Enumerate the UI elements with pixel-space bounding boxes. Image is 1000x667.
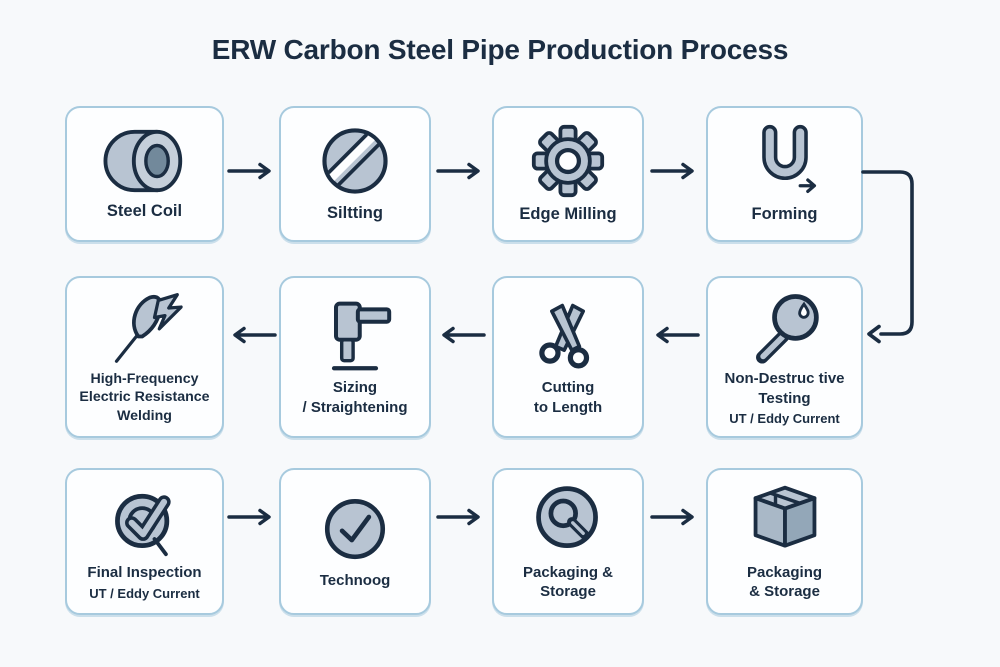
flow-arrow-right-icon bbox=[227, 508, 271, 526]
flow-arrow-right-icon bbox=[227, 162, 271, 180]
process-sublabel: UT / Eddy Current bbox=[729, 411, 840, 426]
process-box-edge-milling: Edge Milling bbox=[492, 106, 644, 242]
process-label: Steel Coil bbox=[106, 201, 183, 220]
flow-arrow-right-icon bbox=[436, 508, 480, 526]
process-box-forming: Forming bbox=[706, 106, 863, 242]
coil-icon bbox=[102, 126, 188, 196]
process-label: Sizing / Straightening bbox=[302, 379, 408, 416]
flow-arrow-right-icon bbox=[436, 162, 480, 180]
flow-arrow-left-icon bbox=[233, 326, 277, 344]
process-label: Technoog bbox=[319, 572, 391, 590]
process-box-ndt: Non-Destruc tive Testing UT / Eddy Curre… bbox=[706, 276, 863, 438]
flow-elbow-connector-icon bbox=[861, 170, 914, 344]
magnifier-icon bbox=[530, 482, 606, 558]
flow-arrow-left-icon bbox=[656, 326, 700, 344]
slitting-disc-icon bbox=[318, 124, 392, 198]
gear-icon bbox=[530, 123, 606, 199]
process-label: Cutting to Length bbox=[533, 379, 603, 416]
welding-torch-icon bbox=[107, 289, 183, 365]
process-box-slitting: Siltting bbox=[279, 106, 431, 242]
process-box-cutting: Cutting to Length bbox=[492, 276, 644, 438]
process-label: Packaging & Storage bbox=[522, 563, 614, 601]
process-box-steel-coil: Steel Coil bbox=[65, 106, 224, 242]
check-magnifier-icon bbox=[107, 482, 183, 558]
mill-head-icon bbox=[317, 297, 393, 373]
process-label: Final Inspection bbox=[87, 564, 202, 582]
process-box-technoog: Technoog bbox=[279, 468, 431, 615]
process-box-hf-welding: High-Frequency Electric Resistance Weldi… bbox=[65, 276, 224, 438]
u-forming-icon bbox=[746, 123, 824, 199]
process-label: Non-Destruc tive Testing bbox=[724, 370, 845, 407]
flow-arrow-right-icon bbox=[650, 162, 694, 180]
process-label: Packaging & Storage bbox=[746, 563, 823, 601]
check-circle-icon bbox=[318, 492, 392, 566]
process-sublabel: UT / Eddy Current bbox=[89, 585, 200, 601]
package-box-icon bbox=[747, 482, 823, 558]
scissors-icon bbox=[530, 297, 606, 373]
process-label: Siltting bbox=[327, 203, 383, 222]
process-box-final-inspection: Final Inspection UT / Eddy Current bbox=[65, 468, 224, 615]
process-box-packaging-storage-1: Packaging & Storage bbox=[492, 468, 644, 615]
process-label: Forming bbox=[751, 204, 818, 223]
process-box-packaging-storage-2: Packaging & Storage bbox=[706, 468, 863, 615]
magnifier-droplet-icon bbox=[747, 288, 823, 364]
process-label: High-Frequency Electric Resistance Weldi… bbox=[79, 370, 210, 424]
process-box-sizing: Sizing / Straightening bbox=[279, 276, 431, 438]
flow-arrow-right-icon bbox=[650, 508, 694, 526]
process-label: Edge Milling bbox=[519, 204, 617, 223]
page-title: ERW Carbon Steel Pipe Production Process bbox=[211, 34, 789, 65]
flow-arrow-left-icon bbox=[442, 326, 486, 344]
